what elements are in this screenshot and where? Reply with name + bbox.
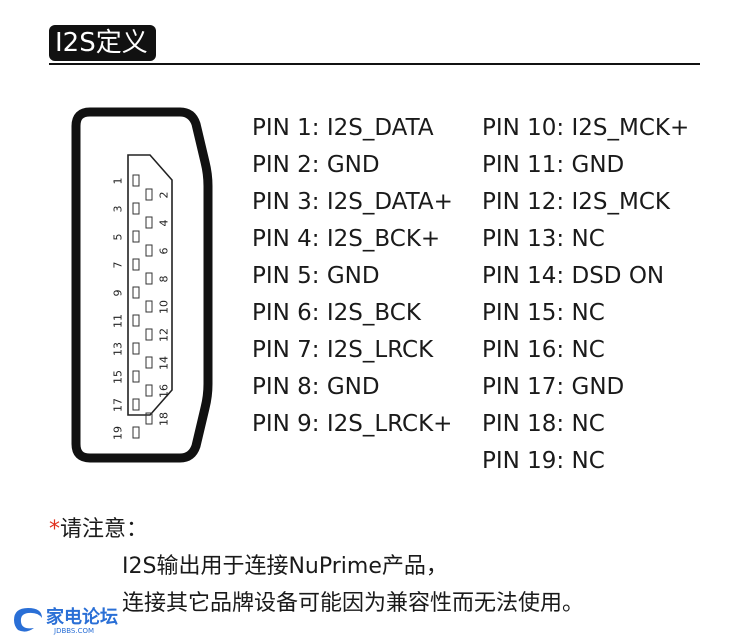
section-title-text: I2S定义	[55, 28, 148, 58]
connector-pin-number: 6	[158, 248, 171, 255]
connector-pin-contact	[132, 370, 140, 383]
connector-pin-contact	[145, 384, 153, 397]
connector-pin-contact	[145, 300, 153, 313]
connector-pin-contact	[132, 398, 140, 411]
note-asterisk: *	[49, 517, 60, 542]
pin-definition: PIN 19: NC	[482, 448, 605, 474]
connector-pin-number: 3	[112, 206, 125, 213]
note-line-1: I2S输出用于连接NuPrime产品，	[122, 554, 448, 579]
connector-pin-contact	[132, 426, 140, 439]
connector-pin-contact	[145, 216, 153, 229]
connector-pin-contact	[145, 244, 153, 257]
connector-pin-number: 9	[112, 290, 125, 297]
pin-definition: PIN 5: GND	[252, 263, 380, 289]
note-heading: *请注意：	[49, 514, 148, 546]
pin-definition: PIN 11: GND	[482, 152, 625, 178]
connector-pin-number: 8	[158, 276, 171, 283]
note-line-2: 连接其它品牌设备可能因为兼容性而无法使用。	[122, 591, 585, 616]
connector-outer-shell	[71, 107, 213, 463]
connector-pin-contact	[132, 230, 140, 243]
connector-pin-number: 19	[112, 426, 125, 440]
pin-definition: PIN 6: I2S_BCK	[252, 300, 421, 326]
watermark-logo-text: 家电论坛	[46, 606, 118, 628]
connector-pin-contact	[132, 314, 140, 327]
connector-pin-number: 15	[112, 370, 125, 384]
watermark-swirl-icon	[14, 608, 42, 632]
pin-definition: PIN 15: NC	[482, 300, 605, 326]
connector-pin-contact	[132, 342, 140, 355]
site-watermark-logo: 家电论坛 JDBBS.COM	[14, 606, 118, 635]
connector-pin-contact	[145, 356, 153, 369]
connector-pin-number: 4	[158, 220, 171, 227]
pin-definition: PIN 9: I2S_LRCK+	[252, 411, 453, 437]
pin-definition: PIN 14: DSD ON	[482, 263, 665, 289]
note-title-text: 请注意：	[60, 517, 149, 542]
connector-pin-number: 12	[158, 328, 171, 342]
connector-pin-number: 7	[112, 262, 125, 269]
pin-definition: PIN 8: GND	[252, 374, 380, 400]
pin-definition: PIN 4: I2S_BCK+	[252, 226, 441, 252]
connector-pin-contact	[132, 286, 140, 299]
pin-definition: PIN 16: NC	[482, 337, 605, 363]
connector-pin-contact	[145, 328, 153, 341]
pin-definition: PIN 13: NC	[482, 226, 605, 252]
connector-pin-number: 10	[158, 300, 171, 314]
pin-definition: PIN 10: I2S_MCK+	[482, 115, 690, 141]
pin-definition: PIN 1: I2S_DATA	[252, 115, 434, 141]
pin-definition: PIN 7: I2S_LRCK	[252, 337, 434, 363]
pin-definition: PIN 2: GND	[252, 152, 380, 178]
connector-inner-port	[127, 154, 173, 416]
pin-definition: PIN 3: I2S_DATA+	[252, 189, 453, 215]
pin-definition: PIN 12: I2S_MCK	[482, 189, 670, 215]
connector-pin-number: 2	[158, 192, 171, 199]
connector-pin-contact	[132, 174, 140, 187]
connector-pin-number: 17	[112, 398, 125, 412]
connector-pin-contact	[145, 272, 153, 285]
connector-pin-number: 16	[158, 384, 171, 398]
connector-pin-contact	[145, 412, 153, 425]
connector-pin-number: 18	[158, 412, 171, 426]
connector-pin-number: 14	[158, 356, 171, 370]
connector-pin-number: 13	[112, 342, 125, 356]
watermark-logo-subtext: JDBBS.COM	[53, 627, 94, 635]
pin-definition: PIN 18: NC	[482, 411, 605, 437]
pinout-right-column: PIN 10: I2S_MCK+ PIN 11: GND PIN 12: I2S_M…	[482, 110, 689, 480]
pinout-left-column: PIN 1: I2S_DATA PIN 2: GND PIN 3: I2S_DATA…	[252, 110, 453, 443]
section-title: I2S定义	[49, 25, 156, 61]
header-divider	[49, 63, 700, 65]
connector-pin-number: 1	[112, 178, 125, 185]
pin-definition: PIN 17: GND	[482, 374, 625, 400]
connector-pin-number: 5	[112, 234, 125, 241]
connector-pin-number: 11	[112, 314, 125, 328]
connector-pin-contact	[132, 202, 140, 215]
connector-pin-contact	[132, 258, 140, 271]
connector-pin-contact	[145, 188, 153, 201]
